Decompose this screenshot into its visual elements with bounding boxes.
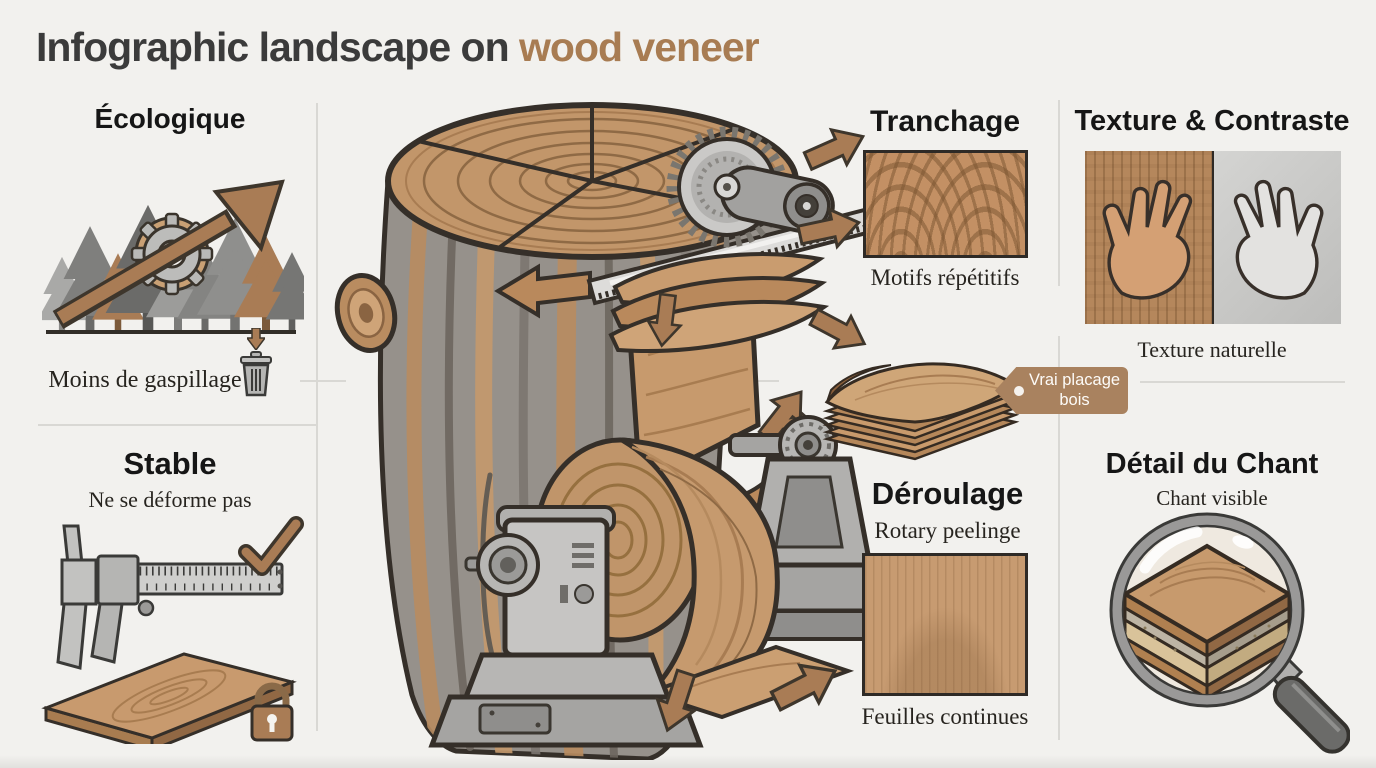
- divider-horizontal-left: [38, 424, 316, 426]
- trash-can-icon: [240, 351, 272, 397]
- page-title-prefix: Infographic landscape on: [36, 24, 510, 70]
- divider-horizontal-right: [1140, 381, 1345, 383]
- checkmark-icon: [238, 516, 304, 576]
- deroulage-caption: Feuilles continues: [861, 704, 1029, 729]
- deroulage-subheading: Rotary peelinge: [874, 518, 1021, 543]
- down-arrow-icon: [247, 328, 265, 350]
- texture-comparison-panel: [1085, 151, 1341, 324]
- tranchage-wood-swatch: [863, 150, 1028, 258]
- rotary-lathe-illustration: [428, 411, 875, 748]
- page-title: Infographic landscape on wood veneer: [36, 24, 760, 71]
- detail-chant-heading: Détail du Chant: [1105, 448, 1319, 480]
- divider-stub-center-left: [300, 380, 346, 382]
- magnifier-handle: [1272, 675, 1350, 754]
- magnifier-edge-detail-icon: [1109, 512, 1350, 754]
- veneer-edge-layers: [1123, 543, 1291, 694]
- stable-illustration: [41, 516, 304, 744]
- tag-hole-dot: [1014, 385, 1024, 396]
- page-title-highlight: wood veneer: [508, 24, 760, 70]
- veneer-tag: Vrai placage bois: [995, 367, 1128, 414]
- deroulage-heading: Déroulage: [871, 476, 1024, 511]
- ecologique-caption: Moins de gaspillage: [48, 367, 242, 393]
- veneer-stack-icon: [822, 362, 1020, 461]
- ecologique-heading: Écologique: [94, 103, 246, 134]
- stable-subheading: Ne se déforme pas: [88, 487, 252, 512]
- divider-vertical-left: [316, 103, 318, 731]
- divider-vertical-right-upper: [1058, 100, 1060, 286]
- texture-contraste-heading: Texture & Contraste: [1074, 105, 1350, 137]
- veneer-process-illustration: [334, 102, 875, 760]
- growth-arrow-icon: [52, 179, 285, 330]
- tranchage-caption: Motifs répétitifs: [870, 265, 1020, 290]
- veneer-tag-label: Vrai placage bois: [1028, 370, 1121, 409]
- hand-on-laminate-icon: [1233, 179, 1324, 299]
- caliper-icon: [56, 524, 284, 670]
- lock-icon: [250, 682, 294, 742]
- texture-panel-divider: [1211, 151, 1215, 324]
- deroulage-wood-swatch: [862, 553, 1028, 696]
- hand-on-wood-icon: [1102, 179, 1193, 299]
- stable-heading: Stable: [123, 446, 217, 481]
- bottom-shade: [0, 755, 1376, 768]
- detail-chant-subheading: Chant visible: [1156, 486, 1268, 510]
- tranchage-heading: Tranchage: [869, 105, 1021, 138]
- eco-forest-growth-illustration: [42, 179, 304, 334]
- divider-vertical-right-lower: [1058, 336, 1060, 740]
- pine-tree-icon: [265, 252, 304, 332]
- wood-texture-half: [1085, 151, 1212, 324]
- lathe-headstock: [428, 505, 704, 748]
- laminate-texture-half: [1214, 151, 1341, 324]
- branch-stub-icon: [334, 273, 398, 353]
- texture-contraste-caption: Texture naturelle: [1137, 337, 1287, 362]
- lens-highlight: [1139, 526, 1203, 574]
